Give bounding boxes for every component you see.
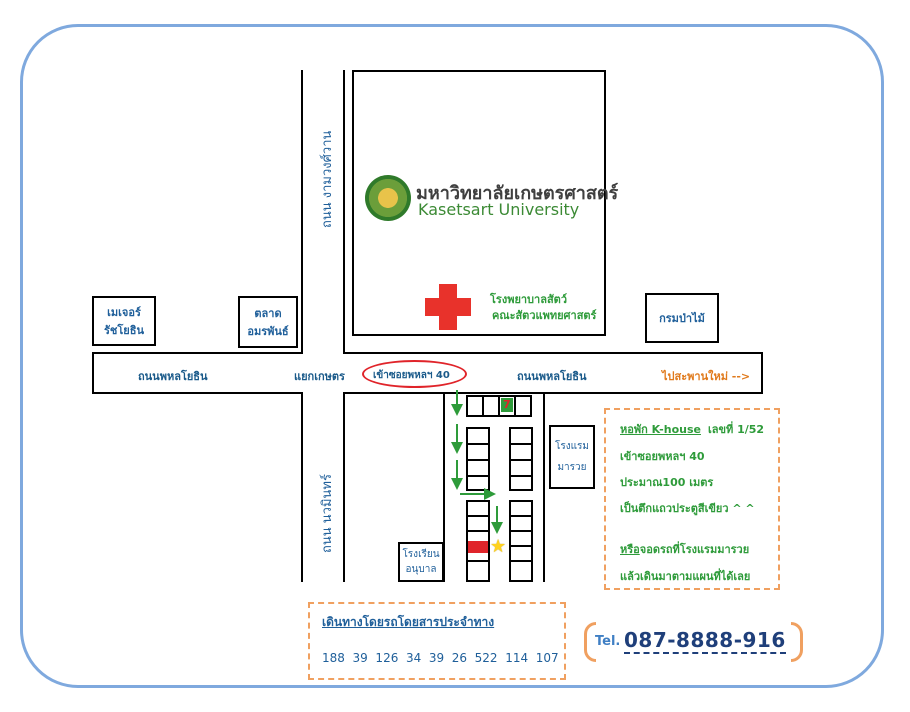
hospital-label-1: โรงพยาบาลสัตว์ [490,293,567,306]
kaset-intersection-label: แยกเกษตร [294,370,345,383]
forest-dept-label: กรมป่าไม้ [659,312,705,325]
tel-bracket-left [584,622,596,662]
bus-route-numbers: 188 39 126 34 39 26 522 114 107 [322,651,559,665]
dorm-title: หอพัก K-house [620,423,701,436]
hotel-label-1: โรงแรม [554,441,590,452]
dorm-direction-5: แล้วเดินมาตามแผนที่ได้เลย [620,570,751,583]
road-phahon-top-right [343,352,763,354]
dorm-info-box [604,408,780,590]
road-label-ngamwongwan: ถนน งามวงศ์วาน [320,130,335,228]
bus-routes-box [308,602,566,680]
dorm-direction-4: หรือจอดรถที่โรงแรมมารวย [620,540,749,558]
forest-dept-box: กรมป่าไม้ [645,293,719,343]
dorm-direction-4-prefix: หรือ [620,543,640,556]
road-ngamwongwan-left-edge [301,70,303,353]
tel-label: Tel. [595,634,621,649]
market-label-1: ตลาด [254,307,282,320]
road-label-phahon-left: ถนนพหลโยธิน [138,370,208,383]
dorm-direction-3: เป็นตึกแถวประตูสีเขียว ^ ^ [620,502,755,515]
road-phahon-right-cap [761,352,763,394]
k-house-marker [468,541,488,553]
shophouse-row-top: 7 [466,395,532,417]
soi-right-edge [543,392,545,582]
to-saphan-mai-label: ไปสะพานใหม่ --> [662,370,751,383]
shophouse-column-2 [509,427,533,491]
amornphan-market-box: ตลาด อมรพันธ์ [238,296,298,348]
dorm-direction-4-rest: จอดรถที่โรงแรมมารวย [639,543,750,556]
kindergarten-box: โรงเรียน อนุบาล [398,542,444,582]
soi-entrance-label: เข้าซอยพหลฯ 40 [373,370,450,381]
hotel-marwai-box: โรงแรม มารวย [549,425,595,489]
road-nawamin-left-edge [301,392,303,582]
phone-number: 087-8888-916 [624,628,786,654]
kasetsart-logo [365,175,411,221]
major-label-1: เมเจอร์ [107,306,141,319]
major-ratchayothin-box: เมเจอร์ รัชโยธิน [92,296,156,346]
star-icon: ★ [490,536,507,557]
school-label-2: อนุบาล [405,564,437,575]
market-label-2: อมรพันธ์ [247,325,289,338]
bus-title: เดินทางโดยรถโดยสารประจำทาง [322,615,495,629]
road-phahon-left-cap [92,352,94,394]
seven-eleven-icon: 7 [501,398,513,412]
road-phahon-bottom-left [92,392,303,394]
university-name-thai: มหาวิทยาลัยเกษตรศาสตร์ [416,183,619,204]
major-label-2: รัชโยธิน [104,324,144,337]
tel-bracket-right [791,622,803,662]
soi-entrance-ellipse [362,360,467,388]
hospital-label-2: คณะสัตวแพทยศาสตร์ [492,309,597,322]
road-label-phahon-right: ถนนพหลโยธิน [517,370,587,383]
direction-arrows [451,390,503,534]
dorm-number: เลขที่ 1/52 [708,423,765,436]
road-ngamwongwan-right-edge [343,70,345,353]
school-label-1: โรงเรียน [402,549,440,560]
university-name-en: Kasetsart University [418,200,580,219]
soi-left-edge [443,392,445,582]
hotel-label-2: มารวย [557,462,587,473]
dorm-direction-2: ประมาณ100 เมตร [620,476,714,489]
road-nawamin-right-edge [343,392,345,582]
dorm-direction-1: เข้าซอยพหลฯ 40 [620,450,705,463]
rounded-frame [20,24,884,688]
road-phahon-top-left [92,352,303,354]
red-cross-icon [417,281,481,333]
shophouse-column-4 [509,500,533,582]
road-phahon-bottom-right [343,392,763,394]
shophouse-column-1 [466,427,490,491]
road-label-nawamin: ถนน นวมินทร์ [320,474,335,553]
